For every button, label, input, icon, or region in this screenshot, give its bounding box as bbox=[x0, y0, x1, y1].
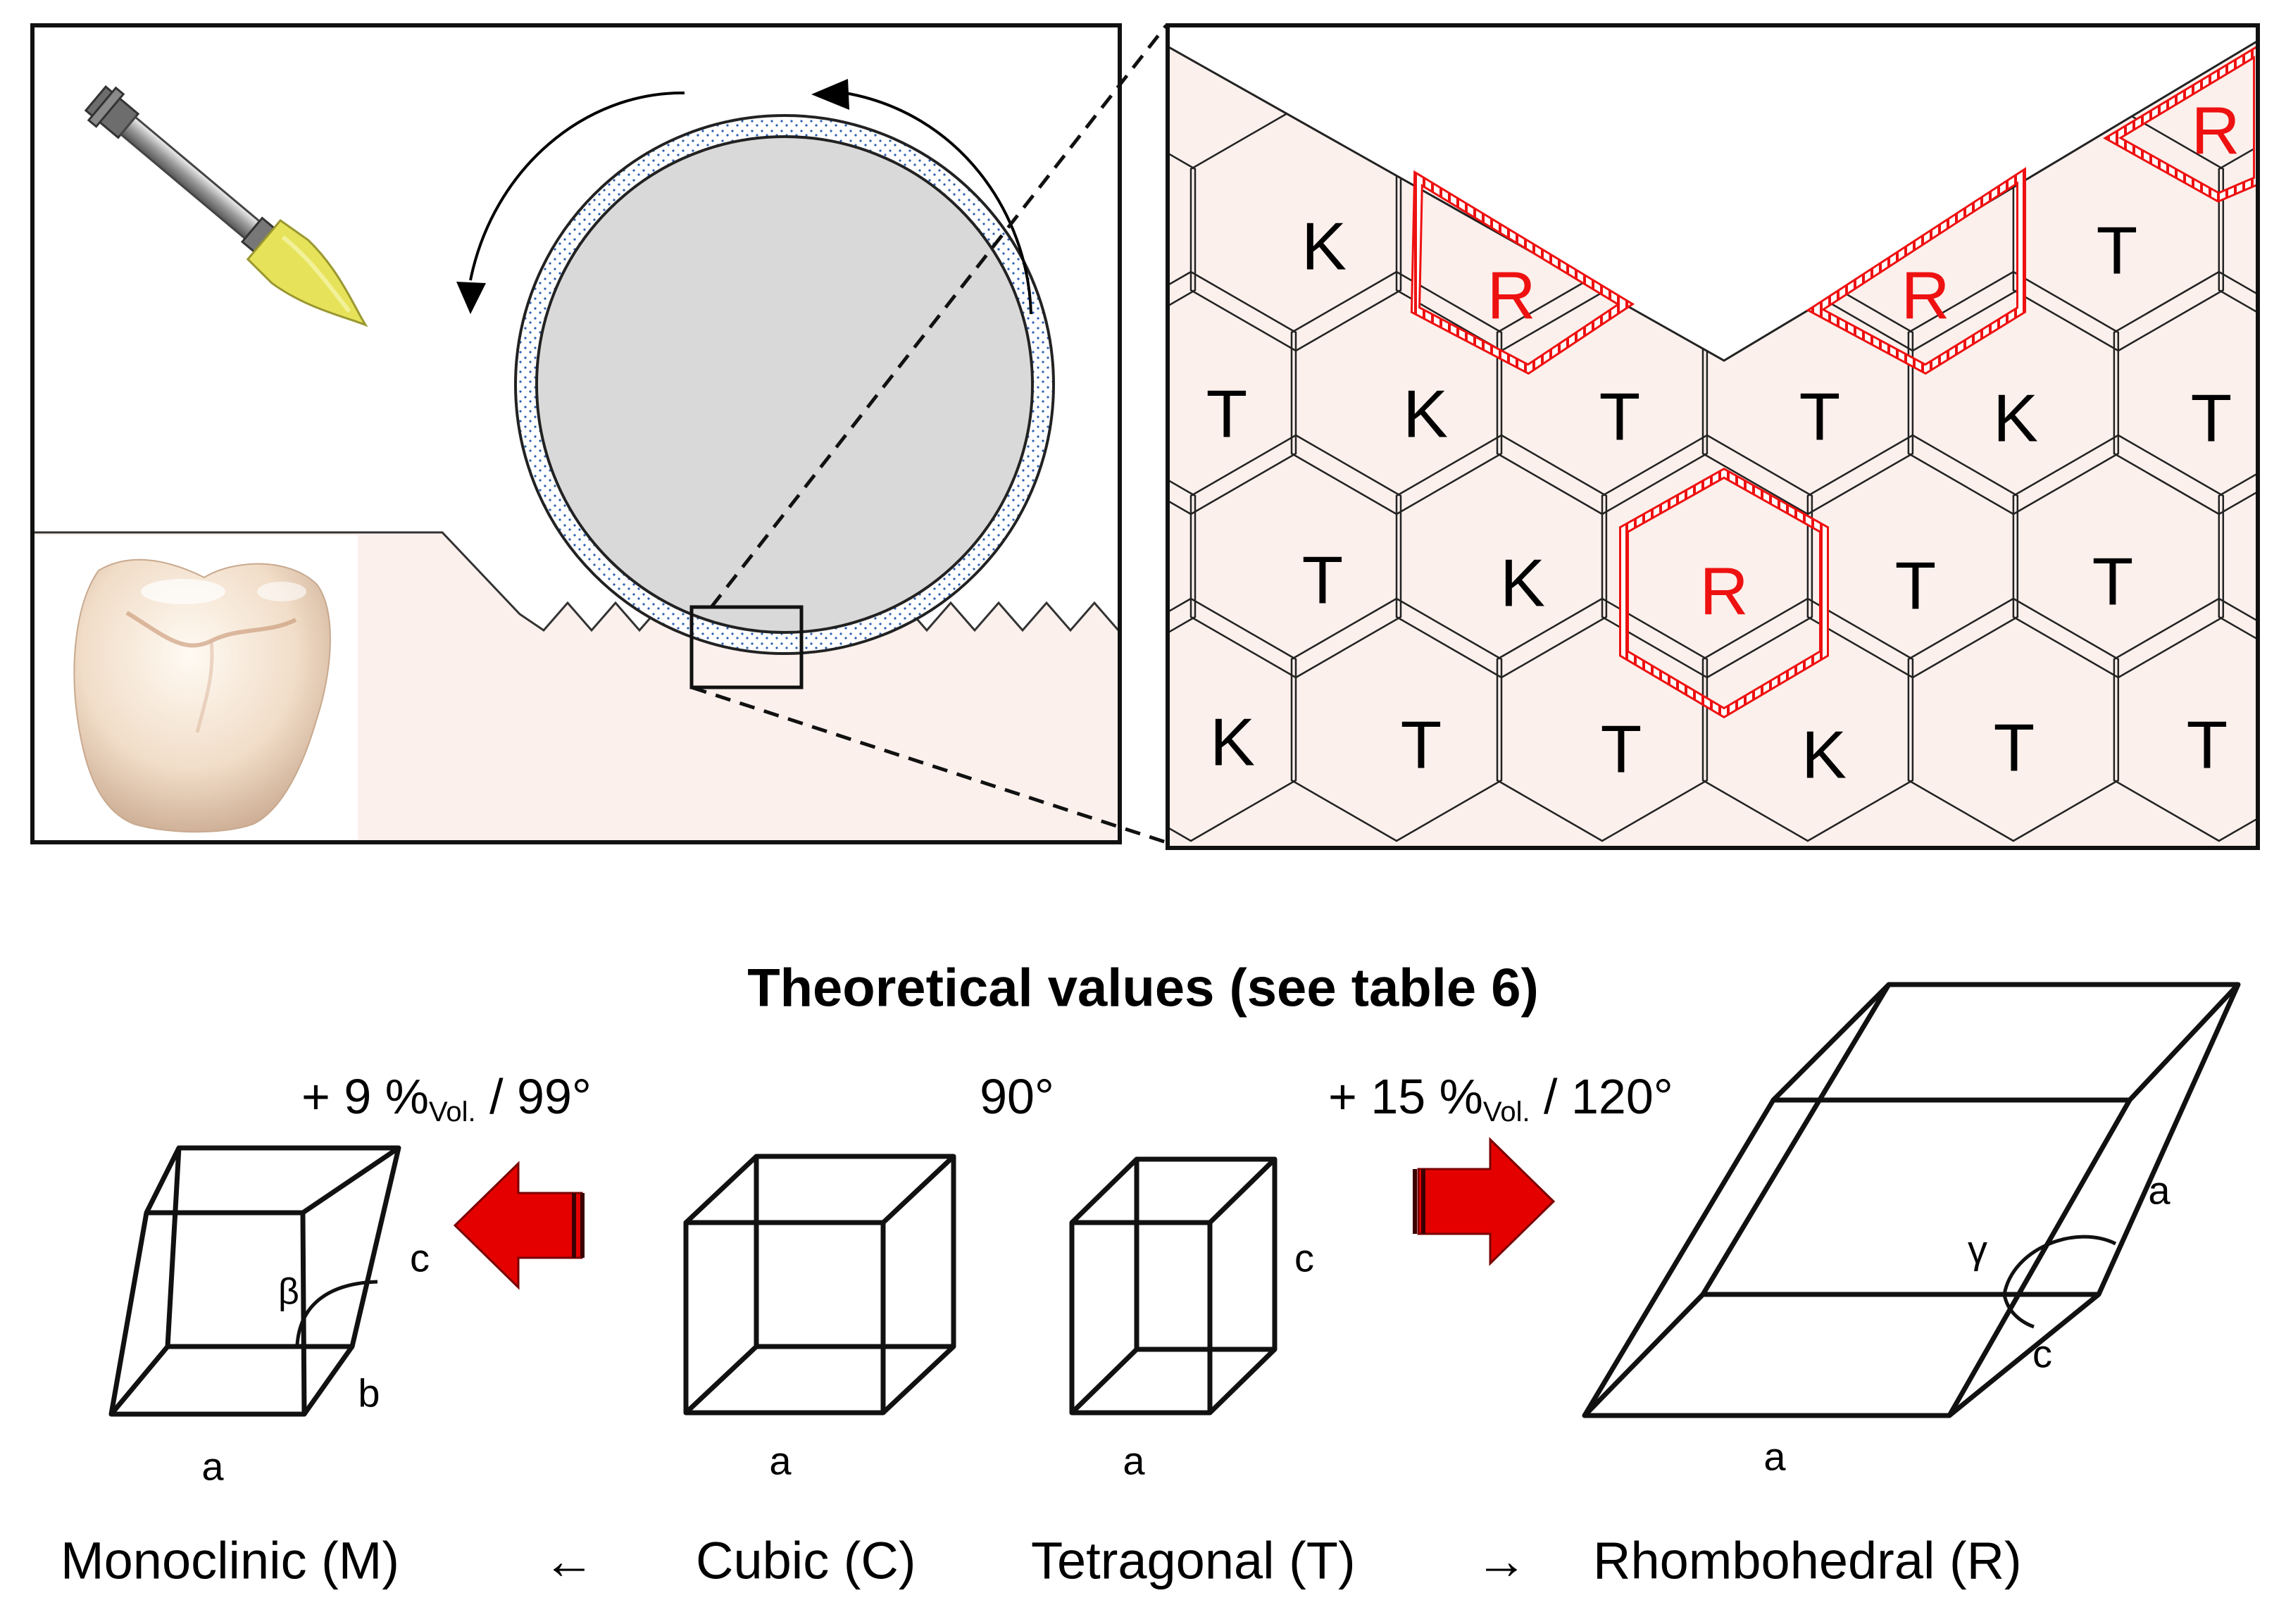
grain-cell bbox=[1168, 152, 1197, 307]
grain-cell bbox=[1168, 597, 1297, 842]
grain-label-tetragonal: T bbox=[1994, 711, 2035, 786]
monoclinic-edge-b: b bbox=[358, 1371, 380, 1416]
rotation-arrow-right bbox=[844, 92, 1032, 315]
r-grain-inner bbox=[2107, 47, 2258, 201]
phase-name-monoclinic: Monoclinic (M) bbox=[61, 1532, 399, 1590]
left-panel-frame bbox=[30, 23, 1122, 844]
red-arrow-right-icon bbox=[1413, 1137, 1556, 1266]
grain-label-tetragonal: T bbox=[2187, 708, 2228, 783]
rhombohedral-edge-a-bottom: a bbox=[1763, 1435, 1786, 1479]
monoclinic-cell bbox=[108, 1145, 401, 1417]
grain-label-rhombohedral: R bbox=[1487, 258, 1535, 334]
surface-line bbox=[1168, 39, 2258, 362]
rhombohedral-grains bbox=[1410, 44, 2258, 719]
grain-cell bbox=[2218, 145, 2258, 314]
grain-label-rhombohedral: R bbox=[1901, 258, 1949, 334]
grain-label-tetragonal: T bbox=[1601, 712, 1642, 787]
grain-label-tetragonal: T bbox=[1895, 549, 1937, 624]
phase-name-cubic: Cubic (C) bbox=[696, 1532, 916, 1590]
grain-cell bbox=[1290, 597, 1503, 842]
grain-label-cubic: K bbox=[1403, 377, 1448, 452]
r-grain-inner bbox=[1412, 173, 1631, 373]
grain-cell bbox=[2218, 472, 2258, 641]
grain-cell bbox=[1907, 597, 2120, 842]
rotation-arrow-left bbox=[469, 91, 685, 281]
rhombohedral-angle: γ bbox=[1968, 1228, 1987, 1272]
grain-label-cubic: K bbox=[1500, 546, 1545, 621]
tetragonal-edge-c: c bbox=[1294, 1236, 1314, 1280]
rhombohedral-edge-c: c bbox=[2032, 1332, 2052, 1376]
grain-label-tetragonal: T bbox=[1302, 543, 1344, 618]
rhombohedral-cell bbox=[1582, 982, 2241, 1418]
phase-name-tetragonal: Tetragonal (T) bbox=[1031, 1532, 1356, 1590]
grain-cell bbox=[1701, 597, 1914, 842]
tetragonal-edge-a: a bbox=[1123, 1439, 1145, 1483]
zoom-connector-top bbox=[710, 24, 1168, 608]
monoclinic-edge-c: c bbox=[410, 1236, 430, 1280]
arrow-right-text: → bbox=[1475, 1532, 1528, 1590]
grain-cell bbox=[1496, 597, 1709, 842]
grain-label-cubic: K bbox=[1801, 718, 1847, 793]
cubic-angle-label: 90° bbox=[980, 1069, 1054, 1124]
grain-label-cubic: K bbox=[1993, 381, 2038, 456]
tetragonal-cell bbox=[1069, 1156, 1278, 1416]
monoclinic-transition-label: + 9 %Vol. / 99° bbox=[301, 1069, 592, 1128]
grain-label-tetragonal: T bbox=[2097, 213, 2138, 289]
zoom-region-box bbox=[689, 605, 804, 689]
grain-label-cubic: K bbox=[1210, 705, 1255, 780]
grain-label-cubic: K bbox=[1301, 209, 1347, 285]
rhombohedral-transition-label: + 15 %Vol. / 120° bbox=[1328, 1069, 1673, 1128]
rhombohedral-edge-a-side: a bbox=[2148, 1168, 2171, 1213]
r-grain-inner bbox=[1621, 470, 1827, 716]
cubic-cell bbox=[683, 1154, 956, 1416]
grain-cell bbox=[1168, 479, 1197, 634]
grain-label-tetragonal: T bbox=[2092, 544, 2134, 620]
rotation-arrow-right-head bbox=[811, 79, 849, 110]
grain-label-rhombohedral: R bbox=[2191, 94, 2240, 169]
arrow-left-text: ← bbox=[543, 1532, 595, 1590]
monoclinic-angle: β bbox=[278, 1271, 299, 1312]
grain-label-tetragonal: T bbox=[1401, 708, 1442, 783]
grain-cell bbox=[2113, 597, 2258, 842]
grinding-panel bbox=[30, 23, 1122, 844]
cubic-edge-a: a bbox=[769, 1439, 792, 1483]
right-panel-frame bbox=[1166, 23, 2260, 850]
phase-name-rhombohedral: Rhombohedral (R) bbox=[1593, 1532, 2022, 1590]
dental-crown-icon bbox=[73, 558, 331, 833]
r-grain-inner bbox=[1810, 170, 2024, 373]
polishing-bur-icon bbox=[84, 85, 368, 327]
polishing-wheel bbox=[535, 135, 1034, 634]
monoclinic-edge-a: a bbox=[201, 1444, 224, 1489]
grain-label-tetragonal: T bbox=[1599, 380, 1641, 455]
rotation-arrow-left-head bbox=[456, 282, 486, 314]
grain-label-tetragonal: T bbox=[2191, 381, 2232, 456]
zoom-connector-bottom bbox=[691, 685, 1167, 844]
figure-title: Theoretical values (see table 6) bbox=[747, 958, 1539, 1018]
grain-label-rhombohedral: R bbox=[1699, 554, 1748, 630]
grain-label-tetragonal: T bbox=[1206, 377, 1248, 452]
red-arrow-left-icon bbox=[453, 1161, 585, 1290]
grain-label-tetragonal: T bbox=[1799, 380, 1841, 455]
air-region bbox=[1168, 25, 2258, 361]
